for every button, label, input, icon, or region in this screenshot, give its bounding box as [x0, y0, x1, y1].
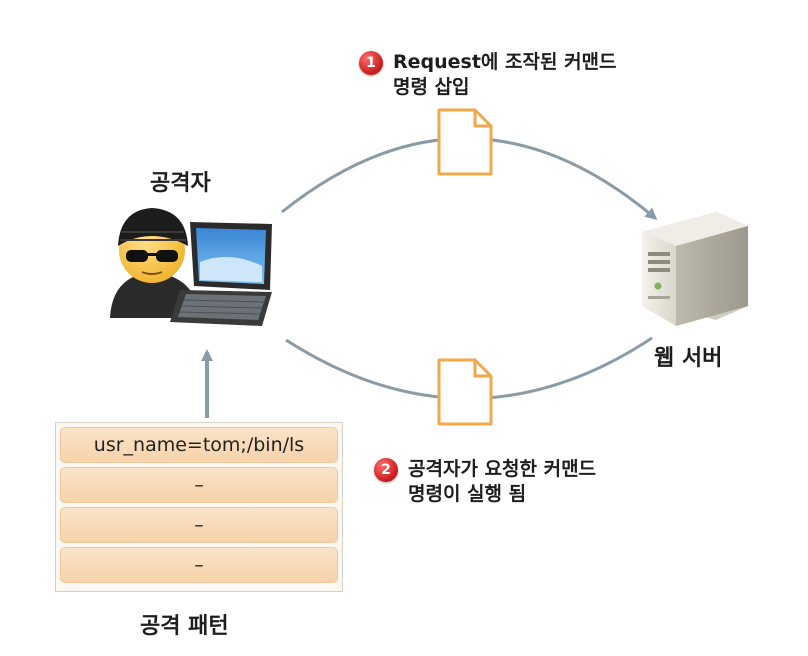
pattern-row: –: [60, 547, 338, 583]
step-2-line-1: 공격자가 요청한 커맨드: [408, 458, 597, 480]
response-document-icon: [437, 358, 493, 426]
pattern-row: –: [60, 507, 338, 543]
web-server-label: 웹 서버: [654, 346, 723, 371]
attack-pattern-table: usr_name=tom;/bin/ls – – –: [55, 422, 343, 592]
step-2-text: 공격자가 요청한 커맨드 명령이 실행 됨: [408, 457, 596, 507]
step-1-text: Request에 조작된 커맨드 명령 삽입: [393, 50, 617, 100]
request-document-icon: [437, 108, 493, 176]
step-1-line-2: 명령 삽입: [393, 76, 470, 98]
attacker-label: 공격자: [150, 171, 211, 196]
attack-pattern-label: 공격 패턴: [140, 614, 229, 639]
step-2-line-2: 명령이 실행 됨: [408, 483, 527, 505]
pattern-row: usr_name=tom;/bin/ls: [60, 427, 338, 463]
step-2-badge: 2: [374, 458, 398, 482]
step-1-badge: 1: [359, 51, 383, 75]
server-tower-icon: [642, 212, 748, 326]
step-2-callout: 2 공격자가 요청한 커맨드 명령이 실행 됨: [374, 457, 596, 507]
pattern-row: –: [60, 467, 338, 503]
step-1-line-1: Request에 조작된 커맨드: [393, 51, 617, 73]
step-1-callout: 1 Request에 조작된 커맨드 명령 삽입: [359, 50, 617, 100]
laptop-icon: [170, 222, 272, 326]
